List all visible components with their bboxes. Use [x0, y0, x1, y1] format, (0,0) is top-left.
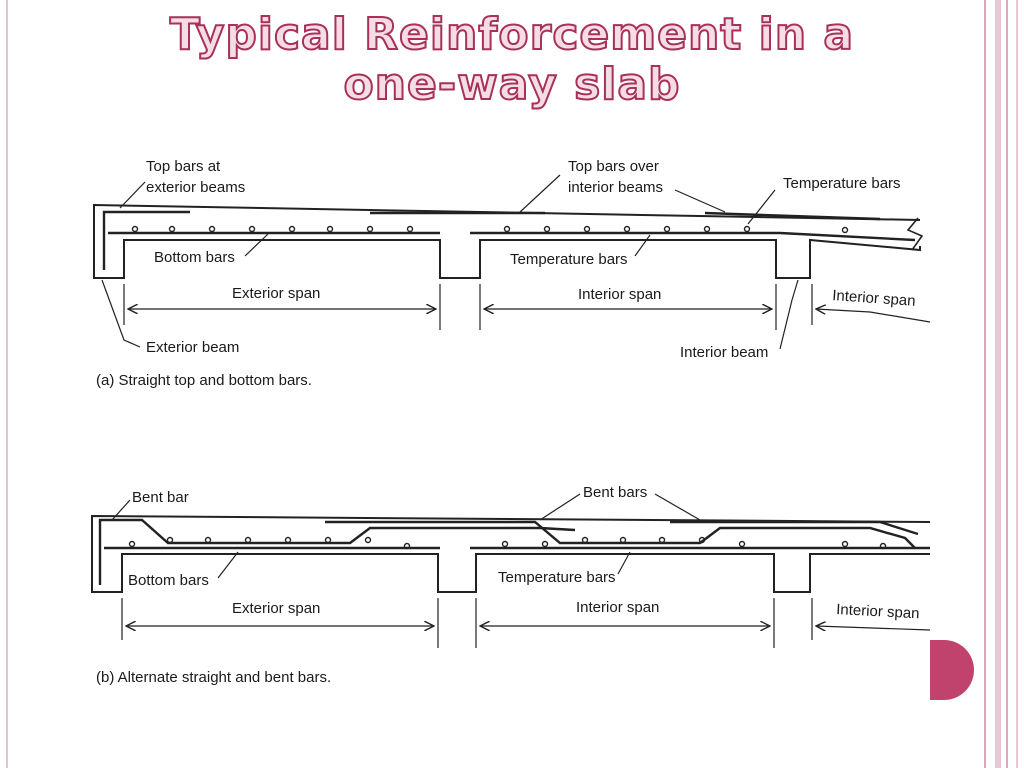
leaders-a: [101, 174, 799, 350]
label-top-bars-interior-2: interior beams: [568, 179, 663, 196]
frame-line-3: [995, 0, 1001, 768]
frame-line-1: [6, 0, 8, 768]
temperature-bar-dots-a: [131, 225, 849, 234]
label-bent-bar: Bent bar: [132, 489, 189, 506]
slide-title: Typical Reinforcement in a one-way slab: [0, 9, 1024, 111]
break-line-a: [906, 217, 924, 251]
slab-outline-a: [93, 203, 921, 279]
label-interior-beam: Interior beam: [680, 344, 768, 361]
bent-bar-exterior: [98, 518, 540, 585]
title-line-2: one-way slab: [342, 59, 681, 111]
label-interior-span-right-b: Interior span: [836, 601, 920, 622]
caption-b: (b) Alternate straight and bent bars.: [96, 669, 331, 686]
dimensions-b: [121, 598, 931, 648]
bent-bar-interior-1: [325, 520, 916, 549]
frame-line-2: [984, 0, 986, 768]
label-temperature-bars-b: Temperature bars: [498, 569, 616, 586]
dimensions-a: [123, 284, 931, 330]
label-bent-bars: Bent bars: [583, 484, 647, 501]
diagram-a: [93, 174, 931, 350]
label-exterior-span-b: Exterior span: [232, 600, 320, 617]
title-line-1: Typical Reinforcement in a: [169, 9, 855, 61]
temperature-bar-dots-b: [128, 536, 887, 550]
label-bottom-bars-a: Bottom bars: [154, 249, 235, 266]
top-bar-interior-2: [704, 211, 881, 221]
label-interior-span-right-a: Interior span: [832, 287, 916, 310]
label-temperature-bars-a: Temperature bars: [510, 251, 628, 268]
label-bottom-bars-b: Bottom bars: [128, 572, 209, 589]
frame-line-5: [1016, 0, 1018, 768]
bent-bar-right: [670, 520, 919, 536]
top-bar-exterior: [102, 210, 190, 270]
label-exterior-span-a: Exterior span: [232, 285, 320, 302]
bottom-bar-right: [779, 231, 916, 242]
label-interior-span-b: Interior span: [576, 599, 659, 616]
label-interior-span-a: Interior span: [578, 286, 661, 303]
label-top-bars-interior-1: Top bars over: [568, 158, 659, 175]
caption-a: (a) Straight top and bottom bars.: [96, 372, 312, 389]
label-exterior-beam: Exterior beam: [146, 339, 239, 356]
slab-outline-b: [91, 514, 931, 593]
label-top-bars-exterior-1: Top bars at: [146, 158, 221, 175]
label-top-bars-exterior-2: exterior beams: [146, 179, 245, 196]
leaders-b: [111, 493, 701, 579]
label-temperature-bars-top: Temperature bars: [783, 175, 901, 192]
frame-line-4: [1006, 0, 1008, 768]
diagram-b: [91, 493, 931, 648]
bent-bar-interior-2: [539, 526, 576, 532]
